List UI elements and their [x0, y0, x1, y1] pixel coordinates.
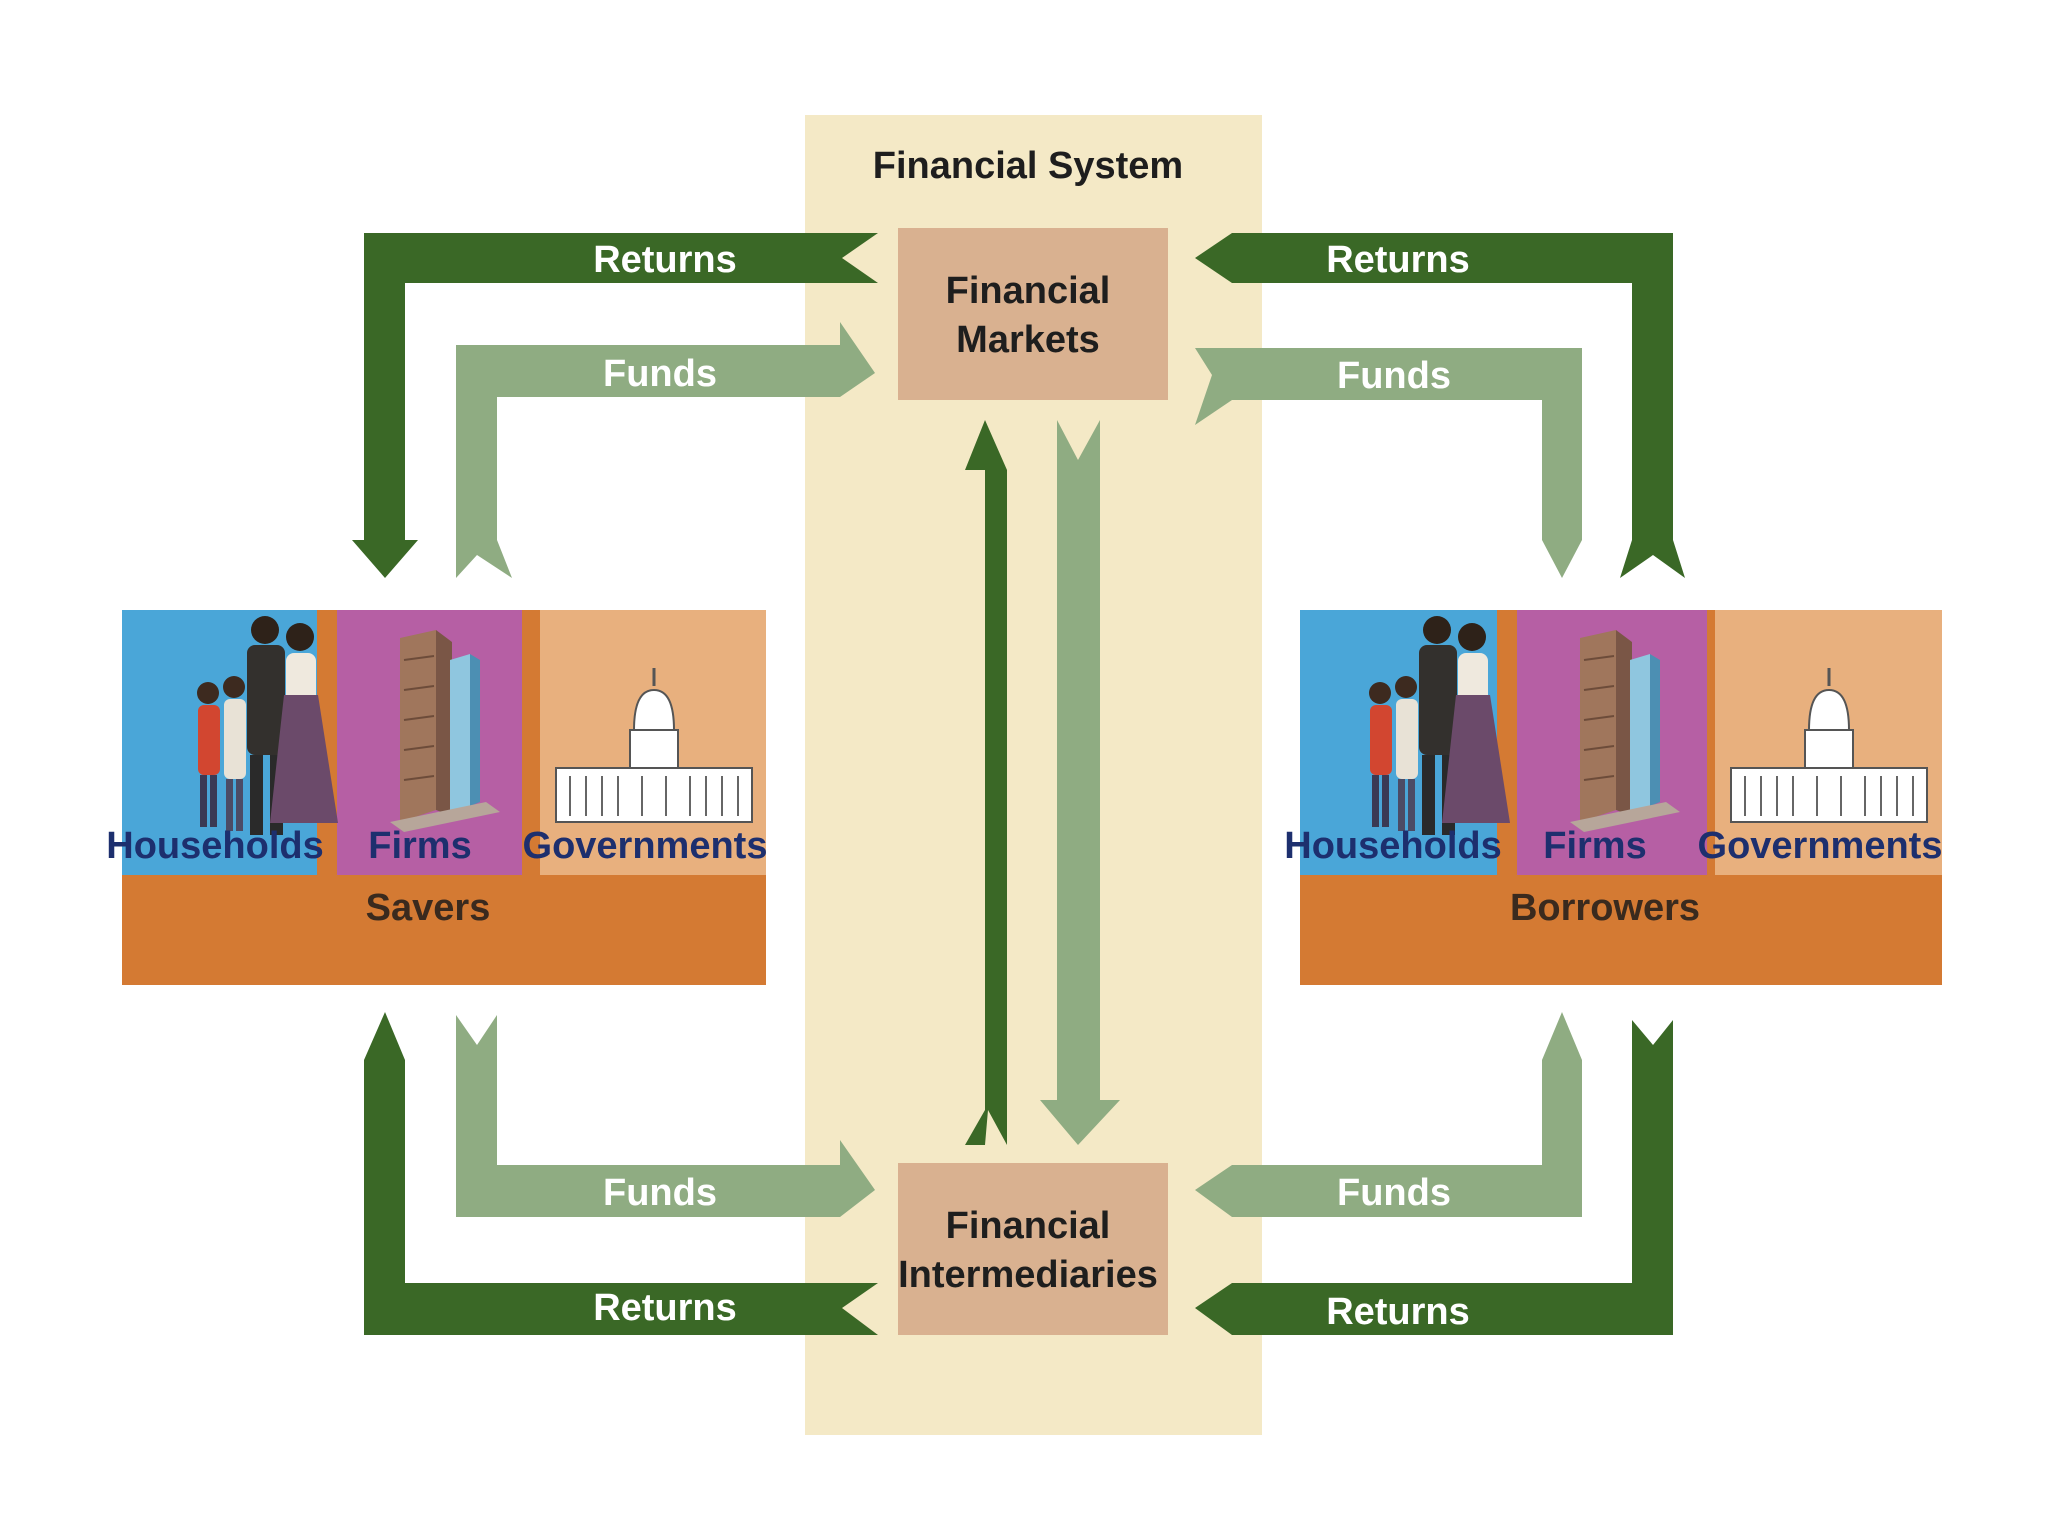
- returns-arrow-bottom-left: [364, 1012, 878, 1335]
- borrowers-label: Borrowers: [1510, 887, 1700, 929]
- capitol-building-icon: [555, 668, 753, 823]
- borrowers-firms-label: Firms: [1543, 825, 1646, 867]
- office-tower-icon: [1570, 630, 1680, 832]
- borrowers-households-label: Households: [1284, 825, 1501, 867]
- funds-label-top-left: Funds: [603, 353, 717, 395]
- capitol-building-icon: [1730, 668, 1928, 823]
- family-icon: [1369, 616, 1510, 835]
- office-tower-icon: [390, 630, 500, 832]
- returns-label-top-left: Returns: [593, 239, 737, 281]
- funds-arrow-bottom-left: [456, 1015, 875, 1217]
- savers-governments-label: Governments: [523, 825, 768, 867]
- returns-arrow-top-right: [1195, 233, 1685, 578]
- returns-arrow-top-left: [352, 233, 878, 578]
- savers-firms-label: Firms: [368, 825, 471, 867]
- funds-arrow-top-right: [1195, 348, 1582, 578]
- savers-group: Households Firms Governments Savers: [106, 610, 767, 985]
- returns-label-bottom-right: Returns: [1326, 1291, 1470, 1333]
- returns-arrow-center: [965, 420, 1007, 1145]
- financial-intermediaries-label-line1: Financial: [946, 1205, 1111, 1247]
- family-icon: [197, 616, 338, 835]
- financial-markets-box: [898, 228, 1168, 400]
- funds-arrow-top-left: [456, 322, 875, 578]
- funds-label-top-right: Funds: [1337, 355, 1451, 397]
- financial-markets-label-line2: Markets: [956, 319, 1100, 361]
- returns-arrow-bottom-right: [1195, 1020, 1673, 1335]
- borrowers-group: Households Firms Governments Borrowers: [1284, 610, 1942, 985]
- funds-label-bottom-right: Funds: [1337, 1172, 1451, 1214]
- financial-system-title: Financial System: [873, 145, 1183, 187]
- returns-label-top-right: Returns: [1326, 239, 1470, 281]
- savers-households-label: Households: [106, 825, 323, 867]
- funds-arrow-center: [1040, 420, 1120, 1145]
- savers-label: Savers: [366, 887, 491, 929]
- returns-label-bottom-left: Returns: [593, 1287, 737, 1329]
- financial-intermediaries-label-line2: Intermediaries: [898, 1254, 1158, 1296]
- funds-label-bottom-left: Funds: [603, 1172, 717, 1214]
- borrowers-governments-label: Governments: [1698, 825, 1943, 867]
- financial-intermediaries-box: [898, 1163, 1168, 1335]
- funds-arrow-bottom-right: [1195, 1012, 1582, 1217]
- financial-markets-label-line1: Financial: [946, 270, 1111, 312]
